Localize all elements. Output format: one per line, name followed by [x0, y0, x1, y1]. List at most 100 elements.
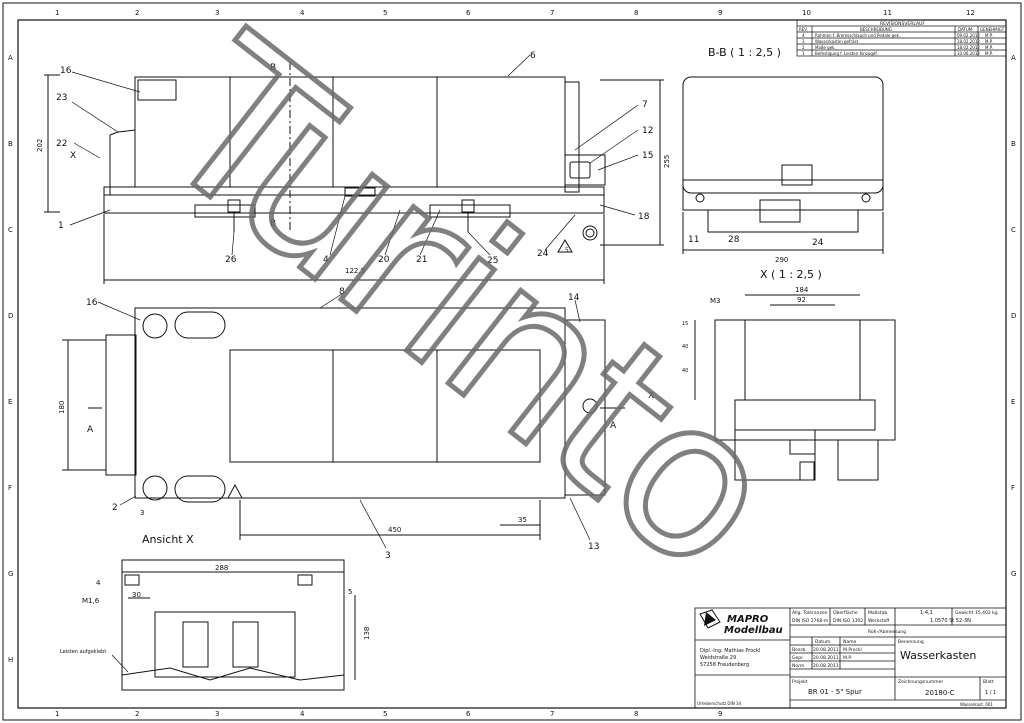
dim-front-half: 122,5: [345, 267, 365, 275]
row-label: B: [1011, 140, 1016, 148]
tb-blatt-value: 1 / 1: [985, 690, 996, 696]
col-label: 12: [966, 9, 975, 17]
section-mark-b-bottom: B: [270, 219, 276, 229]
dim-ansicht-138: 138: [363, 627, 371, 640]
tb-projekt-label: Projekt: [792, 679, 808, 685]
view-title-detail-x: X ( 1 : 2,5 ): [760, 268, 822, 281]
dim-ansicht-30: 30: [132, 591, 141, 599]
tb-norm-date: 20.08.2011: [813, 663, 839, 669]
grid-column-labels-bottom: 1 2 3 4 5 6 7 8 9: [55, 710, 722, 718]
tb-gewicht-label: Gewicht: [955, 610, 974, 616]
revision-row: 09.02.2012: [957, 33, 980, 38]
callout-front-6: 6: [530, 51, 536, 61]
dim-detail-184: 184: [795, 286, 809, 294]
row-label: G: [1011, 570, 1016, 578]
col-label: 3: [215, 9, 219, 17]
callout-top-3: 3: [385, 551, 391, 561]
row-label: F: [8, 484, 12, 492]
callout-front-22: 22: [56, 139, 67, 149]
row-label: E: [8, 398, 12, 406]
view-title-section-bb: B-B ( 1 : 2,5 ): [708, 46, 781, 59]
tb-massstab-label: Maßstab: [868, 610, 887, 616]
tb-footer-right: Wasserkast. 001: [960, 702, 993, 707]
dim-top-3: 3: [140, 509, 144, 517]
dim-detail-92: 92: [797, 296, 806, 304]
revision-table: [796, 19, 1007, 57]
tb-werkstoff-value: 1.0570 St 52-3N: [930, 618, 971, 624]
callout-front-20: 20: [378, 255, 390, 265]
col-label: 8: [634, 9, 638, 17]
row-label: G: [8, 570, 13, 578]
revision-row: Befestigung f. Leisten hinzugef.: [815, 51, 878, 56]
revision-row: M.P.: [985, 45, 993, 50]
callout-front-12: 12: [642, 126, 653, 136]
callout-front-1: 1: [58, 221, 64, 231]
callout-top-8: 8: [339, 287, 345, 297]
front-view-callouts: [69, 54, 639, 256]
callout-front-24: 24: [537, 249, 549, 259]
row-label: E: [1011, 398, 1015, 406]
callout-section-11: 11: [688, 235, 699, 245]
col-label: 10: [802, 9, 811, 17]
revision-header: REVISIONSVERLAUF: [880, 21, 925, 27]
tb-blatt-label: Blatt: [983, 679, 994, 685]
col-label: 11: [883, 9, 892, 17]
col-label: 4: [300, 710, 305, 718]
revision-column-headers: REV. BESCHREIBUNG DATUM GENEHMIGT: [799, 27, 1005, 32]
svg-text:REV.: REV.: [799, 27, 808, 32]
col-label: 4: [300, 9, 305, 17]
row-label: H: [8, 656, 13, 664]
tb-norm-label: Norm: [792, 663, 804, 669]
dim-detail-v3: 40: [682, 368, 688, 374]
dim-ansicht-288: 288: [215, 564, 228, 572]
callout-top-14: 14: [568, 293, 580, 303]
tb-allg-tol-value: DIN ISO 2768-m: [792, 618, 828, 624]
tb-oberflaeche-value: DIN ISO 1302: [833, 618, 863, 624]
revision-row: 3: [802, 39, 805, 44]
callout-front-7: 7: [642, 100, 648, 110]
revision-row: Rahmen f. Bremsschlauch und Pedale gek.: [815, 33, 900, 38]
dim-ansicht-thread: M1,6: [82, 597, 100, 605]
callout-ansicht-leisten: Leisten aufgeklebt: [60, 649, 106, 655]
detail-x-view: [694, 294, 896, 481]
col-label: 2: [135, 710, 139, 718]
col-label: 5: [383, 710, 387, 718]
callout-top-13: 13: [588, 542, 599, 552]
ansicht-x-view: [121, 559, 356, 691]
col-label: 1: [55, 710, 59, 718]
callout-front-26: 26: [225, 255, 237, 265]
title-block: [694, 607, 1007, 709]
grid-row-labels-right: A B C D E F G: [1011, 54, 1016, 578]
dim-detail-v1: 15: [682, 321, 688, 327]
tb-gewicht-value: 15,402 kg: [975, 610, 998, 616]
dim-top-450: 450: [388, 526, 401, 534]
col-label: 2: [135, 9, 139, 17]
revision-row: M.P.: [985, 39, 993, 44]
tb-benennung: Wasserkasten: [900, 649, 976, 662]
col-label: 1: [55, 9, 59, 17]
company-address-2: Weidstraße 29: [700, 655, 736, 661]
front-view: [44, 62, 664, 284]
tb-zeichnungsnr: 20180-C: [925, 689, 955, 697]
callout-front-15: 15: [642, 151, 653, 161]
row-label: B: [8, 140, 13, 148]
row-label: C: [8, 226, 13, 234]
callout-section-28: 28: [728, 235, 740, 245]
section-bb-view: [682, 76, 884, 254]
tb-gepr-date: 20.08.2011: [813, 655, 839, 661]
callout-top-2: 2: [112, 503, 118, 513]
col-label: 9: [718, 9, 722, 17]
row-label: D: [1011, 312, 1016, 320]
dim-detail-m3: M3: [710, 297, 721, 305]
col-label: 6: [466, 9, 471, 17]
tb-massstab-value: 1:4,1: [920, 610, 933, 616]
tb-gepr-label: Gepr.: [792, 655, 804, 661]
row-label: A: [8, 54, 13, 62]
revision-row: 10.06.2012: [957, 51, 980, 56]
col-label: 7: [550, 710, 554, 718]
row-label: F: [1011, 484, 1015, 492]
tb-rohteil: Roh-/Abmessung: [868, 629, 906, 635]
company-address-3: 57258 Freudenberg: [700, 662, 749, 668]
callout-front-5: 5: [565, 247, 569, 254]
